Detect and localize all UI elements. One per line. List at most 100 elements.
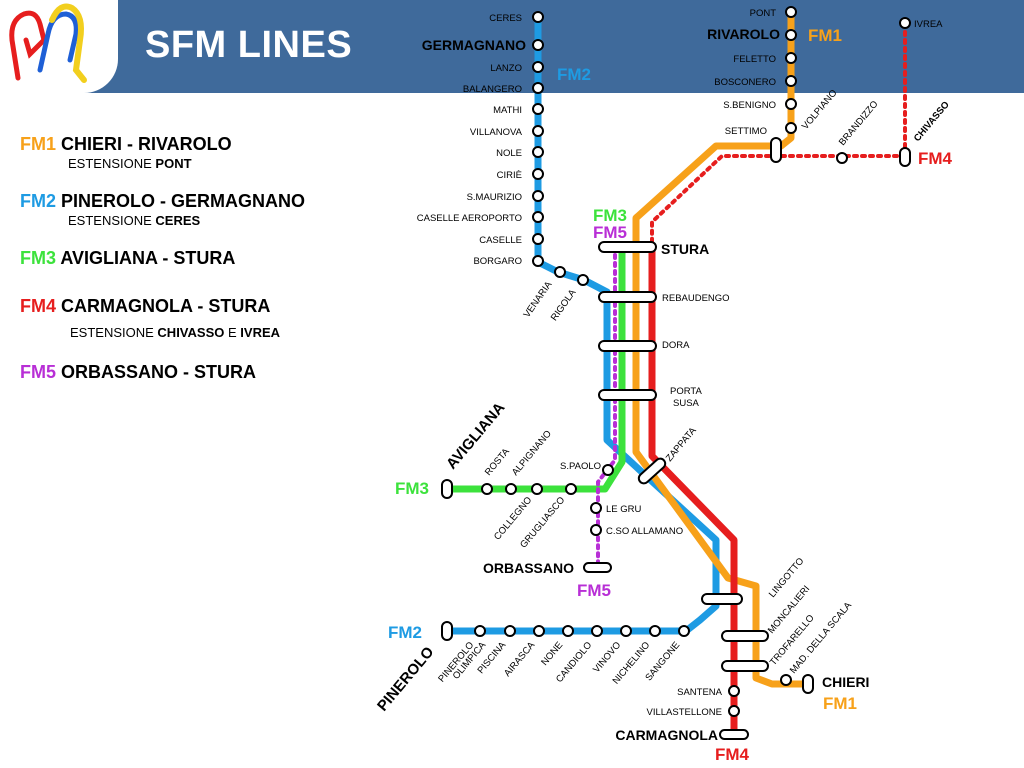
- station-feletto: FELETTO: [733, 54, 776, 65]
- south-station-dots: [728, 674, 792, 717]
- station-chivasso: CHIVASSO: [912, 99, 952, 144]
- station-smaurizio: S.MAURIZIO: [467, 192, 522, 203]
- fm3-line: [447, 247, 626, 493]
- legend-extension-fm1: ESTENSIONE PONT: [68, 156, 192, 171]
- sfm-logo-icon: [9, 3, 87, 83]
- station-rigola: RIGOLA: [549, 287, 579, 323]
- header-bar: [0, 0, 1024, 93]
- legend-code: FM1: [20, 134, 56, 154]
- fm2-code-north: FM2: [557, 65, 591, 84]
- station-borgaro: BORGARO: [473, 256, 522, 267]
- legend-code: FM2: [20, 191, 56, 211]
- trofarello-interchange: [721, 660, 769, 672]
- legend-route: PINEROLO - GERMAGNANO: [61, 191, 306, 211]
- station-villastellone: VILLASTELLONE: [646, 707, 722, 718]
- fm2-south-station-dots: [474, 625, 690, 637]
- station-pont: PONT: [750, 8, 777, 19]
- fm3-station-dots: [481, 464, 614, 495]
- station-legru: LE GRU: [606, 504, 642, 515]
- fm4-extension-dots: [836, 17, 911, 164]
- fm2-line: [447, 17, 720, 635]
- terminus-pinerolo: PINEROLO: [374, 643, 438, 714]
- page-title: SFM LINES: [145, 24, 353, 66]
- station-volpiano: VOLPIANO: [800, 88, 840, 132]
- station-cso-allamano: C.SO ALLAMANO: [606, 526, 683, 537]
- station-airasca: AIRASCA: [502, 639, 538, 679]
- terminus-germagnano: GERMAGNANO: [422, 37, 526, 53]
- legend-ext-name: PONT: [155, 156, 192, 171]
- orbassano-terminal: [583, 562, 612, 573]
- station-zappata: ZAPPATA: [664, 425, 699, 464]
- station-caselle-aeroporto: CASELLE AEROPORTO: [417, 213, 522, 224]
- station-mathi: MATHI: [493, 105, 522, 116]
- legend-ext-prefix: ESTENSIONE: [68, 156, 152, 171]
- station-nole: NOLE: [496, 148, 522, 159]
- legend-route: AVIGLIANA - STURA: [60, 248, 236, 268]
- logo: [0, 0, 118, 93]
- station-alpignano: ALPIGNANO: [510, 428, 554, 478]
- fm4-code-south: FM4: [715, 745, 750, 764]
- station-sbenigno: S.BENIGNO: [723, 100, 776, 111]
- chivasso-terminal: [899, 147, 911, 167]
- legend-item-fm1: FM1 CHIERI - RIVAROLO: [20, 134, 232, 155]
- terminus-carmagnola: CARMAGNOLA: [615, 727, 718, 743]
- legend-ext-prefix: ESTENSIONE: [68, 213, 152, 228]
- legend-ext-join: E: [227, 325, 237, 340]
- stura-interchange: [598, 241, 657, 253]
- legend-code: FM3: [20, 248, 56, 268]
- fm4-code-north: FM4: [918, 149, 953, 168]
- station-ivrea: IVREA: [914, 19, 943, 30]
- fm2-code-south: FM2: [388, 623, 422, 642]
- legend-ext-name: CHIVASSO: [157, 325, 225, 340]
- zappata-interchange: [637, 457, 667, 485]
- fm5-code-north: FM5: [593, 223, 627, 242]
- station-rebaudengo: REBAUDENGO: [662, 293, 730, 304]
- fm3-code-north: FM3: [593, 206, 627, 225]
- legend-ext-name-2: IVREA: [240, 325, 281, 340]
- legend-route: CARMAGNOLA - STURA: [61, 296, 271, 316]
- legend-ext-prefix: ESTENSIONE: [70, 325, 154, 340]
- station-balangero: BALANGERO: [463, 84, 522, 95]
- legend-code: FM5: [20, 362, 56, 382]
- moncalieri-interchange: [721, 630, 769, 642]
- legend-extension-fm4: ESTENSIONE CHIVASSO E IVREA: [70, 325, 280, 340]
- station-dora: DORA: [662, 340, 690, 351]
- station-spaolo: S.PAOLO: [560, 461, 601, 472]
- station-bosconero: BOSCONERO: [714, 77, 776, 88]
- station-santena: SANTENA: [677, 687, 723, 698]
- legend-ext-name: CERES: [155, 213, 201, 228]
- settimo-interchange: [770, 137, 782, 163]
- legend-route: ORBASSANO - STURA: [61, 362, 257, 382]
- station-ceres: CERES: [489, 13, 522, 24]
- legend-item-fm4: FM4 CARMAGNOLA - STURA: [20, 296, 270, 317]
- lingotto-interchange: [701, 593, 743, 605]
- fm5-station-dots: [590, 502, 602, 536]
- legend-item-fm2: FM2 PINEROLO - GERMAGNANO: [20, 191, 305, 212]
- fm4-extension-chivasso: [650, 154, 907, 248]
- legend-route: CHIERI - RIVAROLO: [61, 134, 232, 154]
- legend-code: FM4: [20, 296, 56, 316]
- station-rosta: ROSTA: [483, 446, 512, 478]
- fm1-line: [632, 12, 808, 688]
- porta-susa-interchange: [598, 389, 657, 401]
- fm3-code-west: FM3: [395, 479, 429, 498]
- terminus-rivarolo: RIVAROLO: [707, 26, 780, 42]
- legend-extension-fm2: ESTENSIONE CERES: [68, 213, 200, 228]
- station-villanova: VILLANOVA: [470, 127, 523, 138]
- avigliana-terminal: [441, 479, 453, 499]
- dora-interchange: [598, 340, 657, 352]
- terminus-stura: STURA: [661, 241, 709, 257]
- station-lanzo: LANZO: [490, 63, 522, 74]
- carmagnola-terminal: [719, 729, 749, 740]
- fm1-station-dots: [785, 6, 797, 134]
- station-caselle: CASELLE: [479, 235, 522, 246]
- station-porta-susa: PORTA: [670, 386, 703, 397]
- chieri-terminal: [802, 674, 814, 694]
- legend-item-fm3: FM3 AVIGLIANA - STURA: [20, 248, 235, 269]
- station-cirie: CIRIÈ: [497, 170, 522, 181]
- pinerolo-terminal: [441, 621, 453, 641]
- legend-item-fm5: FM5 ORBASSANO - STURA: [20, 362, 256, 383]
- station-none: NONE: [539, 640, 565, 668]
